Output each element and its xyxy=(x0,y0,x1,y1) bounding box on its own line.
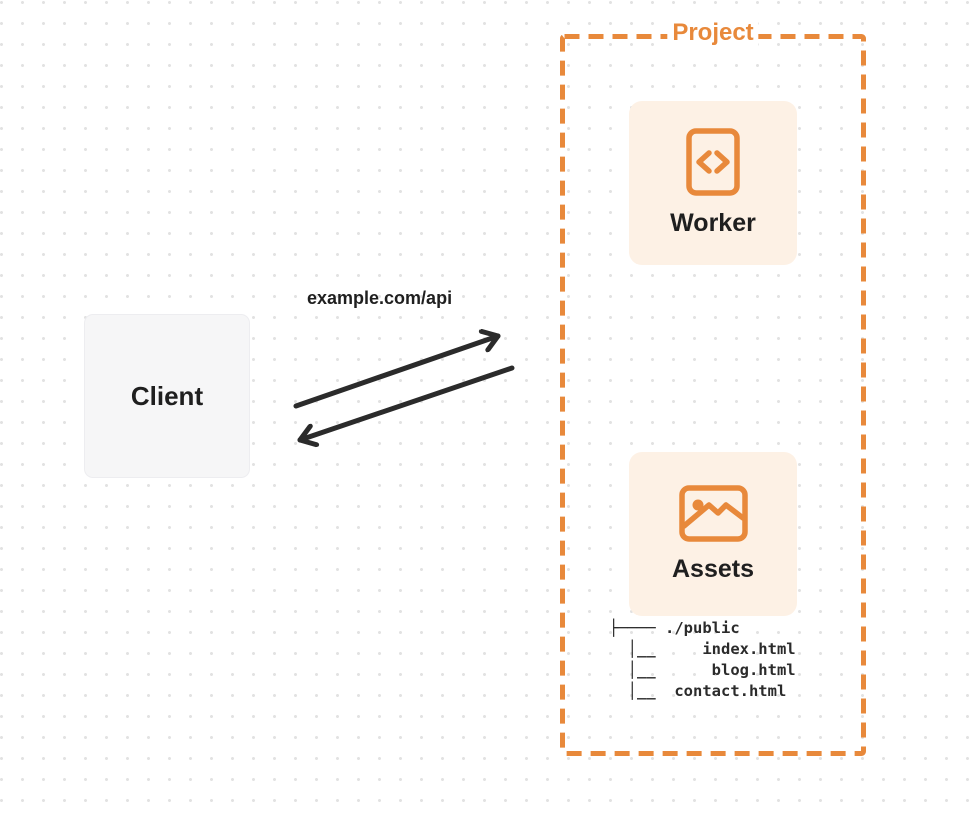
file-tree-root: ├──── ./public xyxy=(609,619,740,637)
client-label: Client xyxy=(130,380,204,411)
assets-node: Assets xyxy=(629,452,797,616)
worker-label: Worker xyxy=(670,209,756,237)
code-document-icon xyxy=(686,128,740,196)
file-tree-index: │__ index.html xyxy=(609,640,796,658)
file-tree-contact: │__ contact.html xyxy=(609,682,787,700)
worker-node: Worker xyxy=(629,101,797,265)
project-container: Project Worker Assets ├──── ./public │__… xyxy=(560,18,866,756)
request-url-label: example.com/api xyxy=(307,288,453,308)
assets-file-tree: ├──── ./public │__ index.html │__ blog.h… xyxy=(609,618,796,702)
response-arrow xyxy=(300,365,515,440)
image-icon xyxy=(678,484,748,542)
file-tree-blog: │__ blog.html xyxy=(609,661,796,679)
client-node: Client xyxy=(84,314,250,478)
project-label: Project xyxy=(667,18,759,48)
request-arrow xyxy=(293,336,498,409)
assets-label: Assets xyxy=(672,554,754,583)
